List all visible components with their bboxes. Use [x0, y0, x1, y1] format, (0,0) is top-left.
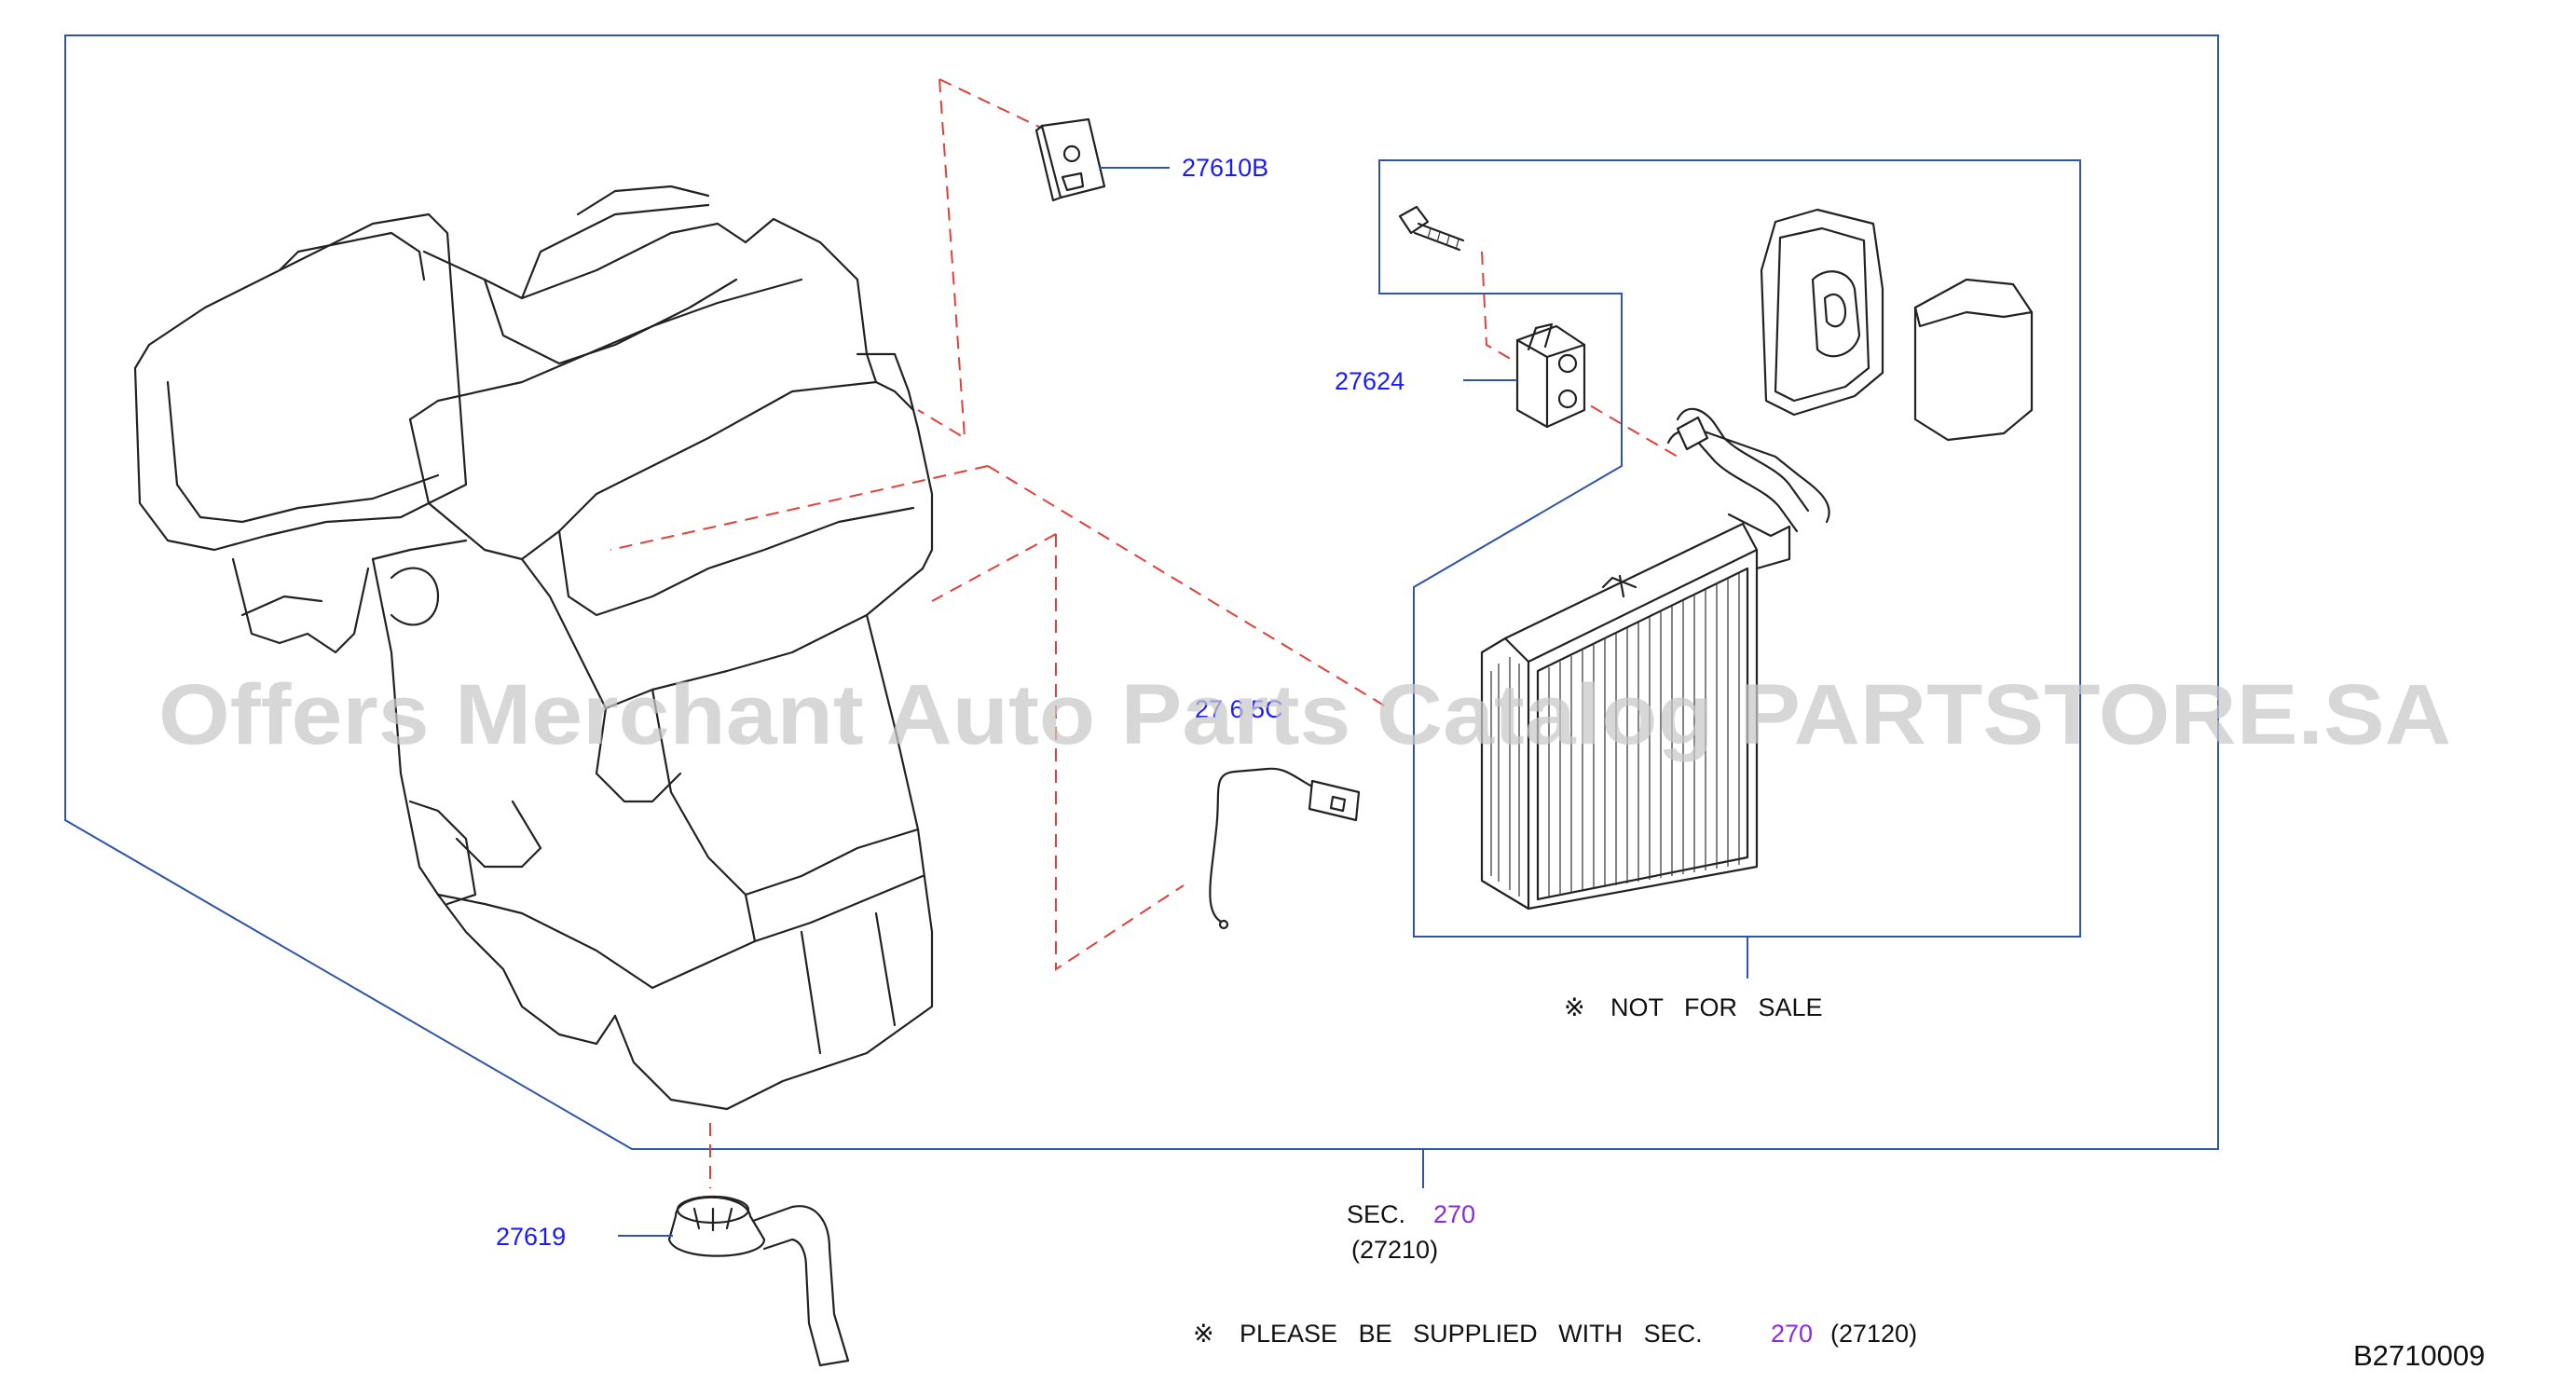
assembly-dashed-lines — [610, 78, 1679, 1188]
supply-note-part-number: (27120) — [1830, 1320, 1917, 1348]
callout-27619[interactable]: 27619 — [496, 1223, 566, 1251]
evaporator-fins — [1490, 572, 1740, 897]
supply-note-text: PLEASE BE SUPPLIED WITH SEC. — [1240, 1320, 1703, 1348]
diagram-id: B2710009 — [2353, 1339, 2485, 1372]
drain-hose-part[interactable] — [667, 1195, 850, 1367]
expansion-valve-part[interactable] — [1515, 322, 1586, 429]
bolt-part[interactable] — [1398, 205, 1465, 252]
callout-27610B[interactable]: 27610B — [1182, 154, 1268, 182]
supply-note: ※ PLEASE BE SUPPLIED WITH SEC. 270 (2712… — [1193, 1320, 1917, 1348]
not-for-sale-text: NOT FOR SALE — [1610, 993, 1823, 1021]
section-reference: SEC. 270 (27210) — [1347, 1200, 1475, 1264]
evaporator-pipes-part[interactable] — [1666, 407, 1830, 533]
evaporator-core-part[interactable] — [1480, 513, 1791, 911]
callout-27675C[interactable]: 27 6 5C — [1195, 695, 1283, 723]
insulator-pieces-part[interactable] — [1760, 208, 2034, 442]
callout-27624[interactable]: 27624 — [1335, 367, 1404, 395]
section-link-270[interactable]: 270 — [1433, 1200, 1475, 1228]
section-prefix: SEC. — [1347, 1200, 1405, 1228]
callout-leaders — [618, 167, 1517, 1237]
thermo-sensor-part[interactable] — [1209, 767, 1361, 930]
supply-note-link-270[interactable]: 270 — [1771, 1320, 1813, 1348]
supply-note-mark: ※ — [1193, 1320, 1214, 1348]
section-part-number: (27210) — [1351, 1236, 1438, 1264]
note-mark: ※ — [1564, 993, 1585, 1021]
evaporator-frame — [1378, 159, 2081, 938]
watermark: Offers Merchant Auto Parts Catalog PARTS… — [158, 667, 2451, 762]
hvac-unit-drawing — [133, 185, 934, 1111]
bracket-part[interactable] — [1035, 117, 1106, 202]
assembly-frame — [64, 34, 2219, 1150]
not-for-sale-note: ※ NOT FOR SALE — [1564, 993, 1823, 1021]
